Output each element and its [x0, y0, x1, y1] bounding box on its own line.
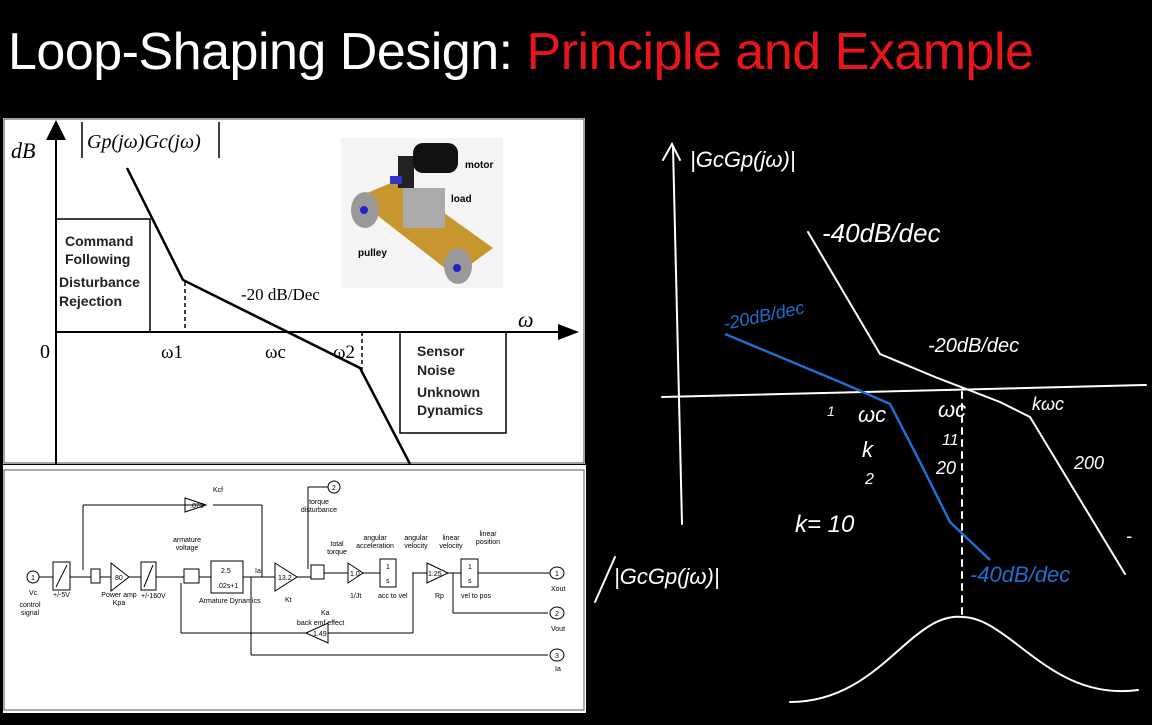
sketch-top-label: |GcGp(jω)| [690, 147, 796, 172]
curve-label: Gp(jω)Gc(jω) [87, 131, 201, 153]
torque-disturbance-label: torque disturbance [300, 499, 338, 514]
block-label: Ka [321, 610, 330, 617]
slide-title-accent: Principle and Example [526, 23, 1034, 81]
port-num: 2 [332, 485, 336, 492]
sketch-slope-white-40: -40dB/dec [822, 218, 941, 248]
photo-label-load: load [451, 194, 472, 205]
port-label: Ia [555, 666, 561, 673]
tick-omega-2: ω2 [333, 342, 355, 363]
block-label: Kt [285, 597, 292, 604]
high-frequency-box [399, 331, 507, 434]
sketch-two-hundred: 200 [1073, 453, 1104, 473]
linear-velocity-label: linear velocity [439, 535, 463, 550]
high-frequency-text: Sensor Noise Unknown Dynamics [417, 343, 484, 418]
block-label: Kcf [213, 487, 223, 494]
output-port-xout [549, 566, 565, 580]
sketch-k: k [862, 437, 874, 462]
block-label: acc to vel [378, 593, 408, 600]
sketch-two: 2 [864, 471, 874, 488]
sketch-slope-blue-20: -20dB/dec [722, 297, 806, 334]
port-label: Vout [551, 626, 565, 633]
block-value: 1 [468, 564, 472, 571]
port-num: 3 [555, 653, 559, 660]
block-value: s [468, 578, 472, 585]
y-axis-label: dB [11, 138, 35, 163]
sketch-tick: 1 [827, 403, 835, 419]
block-value: 2.5 [221, 568, 231, 575]
low-frequency-box [55, 218, 151, 333]
input-port-vc [26, 570, 40, 584]
sketch-k-wc: kωc [1032, 394, 1064, 414]
block-value: 1.49 [313, 631, 327, 638]
sketch-slope-white-20: -20dB/dec [928, 335, 1019, 357]
output-port-vout [549, 606, 565, 620]
sketch-wc-ticks: 11 [942, 432, 959, 449]
block-value: 80 [115, 575, 123, 582]
control-signal-label: control signal [19, 602, 41, 617]
tick-omega-1: ω1 [161, 342, 183, 363]
block-value: s [386, 578, 390, 585]
sketch-blue-curve [724, 332, 991, 561]
sketch-x-axis [661, 384, 1147, 398]
x-axis-arrow-icon [558, 324, 579, 340]
block-label: 1/Jt [350, 593, 361, 600]
port-num: 2 [555, 611, 559, 618]
port-num: 1 [31, 575, 35, 582]
tick-omega-c: ωc [265, 342, 286, 363]
port-num: 1 [555, 571, 559, 578]
block-value: .075 [190, 503, 204, 510]
sketch-bottom-label: |GcGp(jω)| [614, 564, 720, 589]
armature-voltage-label: armature voltage [172, 537, 201, 552]
motor-belt-photo: motor load pulley [341, 138, 503, 288]
slope-label: -20 dB/Dec [241, 285, 320, 304]
sketch-slope-blue-40: -40dB/dec [970, 562, 1070, 587]
photo-label-motor: motor [465, 160, 493, 171]
sketch-sensitivity-peak [789, 615, 1139, 703]
whiteboard-sketch: |GcGp(jω)| -40dB/dec -20dB/dec 1 ωc k 2 … [590, 112, 1152, 720]
sketch-twenty: 20 [935, 458, 956, 478]
block-value: 13.2 [278, 575, 292, 582]
block-value: 1.0 [350, 571, 360, 578]
block-label: +/-160V [141, 593, 166, 600]
angular-velocity-label: angular velocity [404, 535, 428, 550]
block-label: Armature Dynamics [199, 598, 261, 605]
linear-position-label: linear position [475, 531, 501, 546]
bode-magnitude-curve [125, 167, 412, 465]
block-value: .02s+1 [217, 583, 238, 590]
block-label: vel to pos [461, 593, 491, 600]
sketch-wc: ωc [938, 397, 966, 422]
origin-label: 0 [40, 341, 50, 363]
low-frequency-text: Command Following Disturbance Rejection [59, 233, 144, 309]
slide-title: Loop-Shaping Design: Principle and Examp… [8, 22, 1034, 82]
input-port-torque [327, 480, 341, 494]
simulink-block-diagram: 1 2 1 2 3 Vc Xout Vout Ia +/-5V 80 +/-16… [3, 465, 586, 713]
sketch-white-curve [807, 231, 1126, 575]
sketch-wc-over-k: ωc [858, 402, 886, 427]
block-label: Rp [435, 593, 444, 600]
angular-acceleration-label: angular acceleration [356, 535, 394, 550]
block-value: 1.25 [428, 571, 442, 578]
block-value: 1 [386, 564, 390, 571]
sketch-y-axis [672, 146, 683, 525]
sketch-dash: - [1126, 526, 1132, 546]
signal-label: Ia [255, 568, 261, 575]
block-label: +/-5V [53, 592, 70, 599]
output-port-ia [549, 648, 565, 662]
power-amp-label: Power amp Kpa [101, 592, 137, 607]
slide-title-main: Loop-Shaping Design: [8, 23, 527, 81]
photo-label-pulley: pulley [358, 248, 387, 259]
port-label: Vc [29, 590, 38, 597]
bode-principle-figure: dB ω 0 Gp(jω)Gc(jω) Command Following Di… [3, 118, 585, 465]
x-axis-label: ω [518, 307, 534, 332]
block-label: back emf effect [297, 620, 344, 627]
total-torque-label: total torque [327, 541, 347, 556]
y-axis-arrow-icon [46, 120, 66, 140]
port-label: Xout [551, 586, 565, 593]
sketch-k-equation: k= 10 [795, 511, 855, 538]
